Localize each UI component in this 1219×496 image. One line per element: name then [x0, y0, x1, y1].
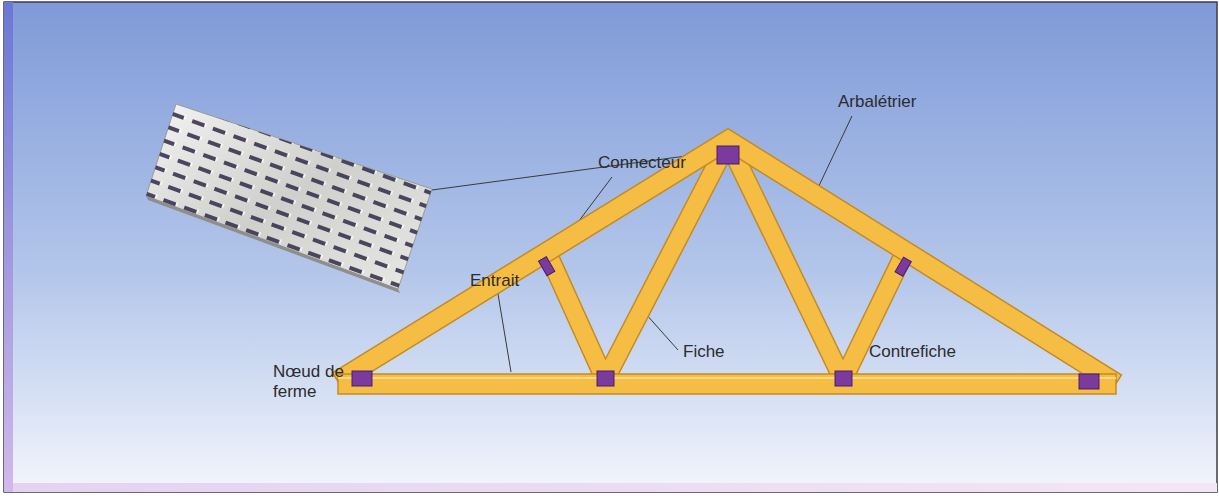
tie-beam-label: Entrait: [470, 271, 519, 291]
brace-label: Contrefiche: [869, 342, 956, 362]
top-chord-label: Arbalétrier: [838, 92, 916, 112]
connector-label: Connecteur: [598, 153, 686, 173]
strut-label: Fiche: [683, 342, 725, 362]
truss-node-label: Nœud de ferme: [273, 362, 345, 402]
